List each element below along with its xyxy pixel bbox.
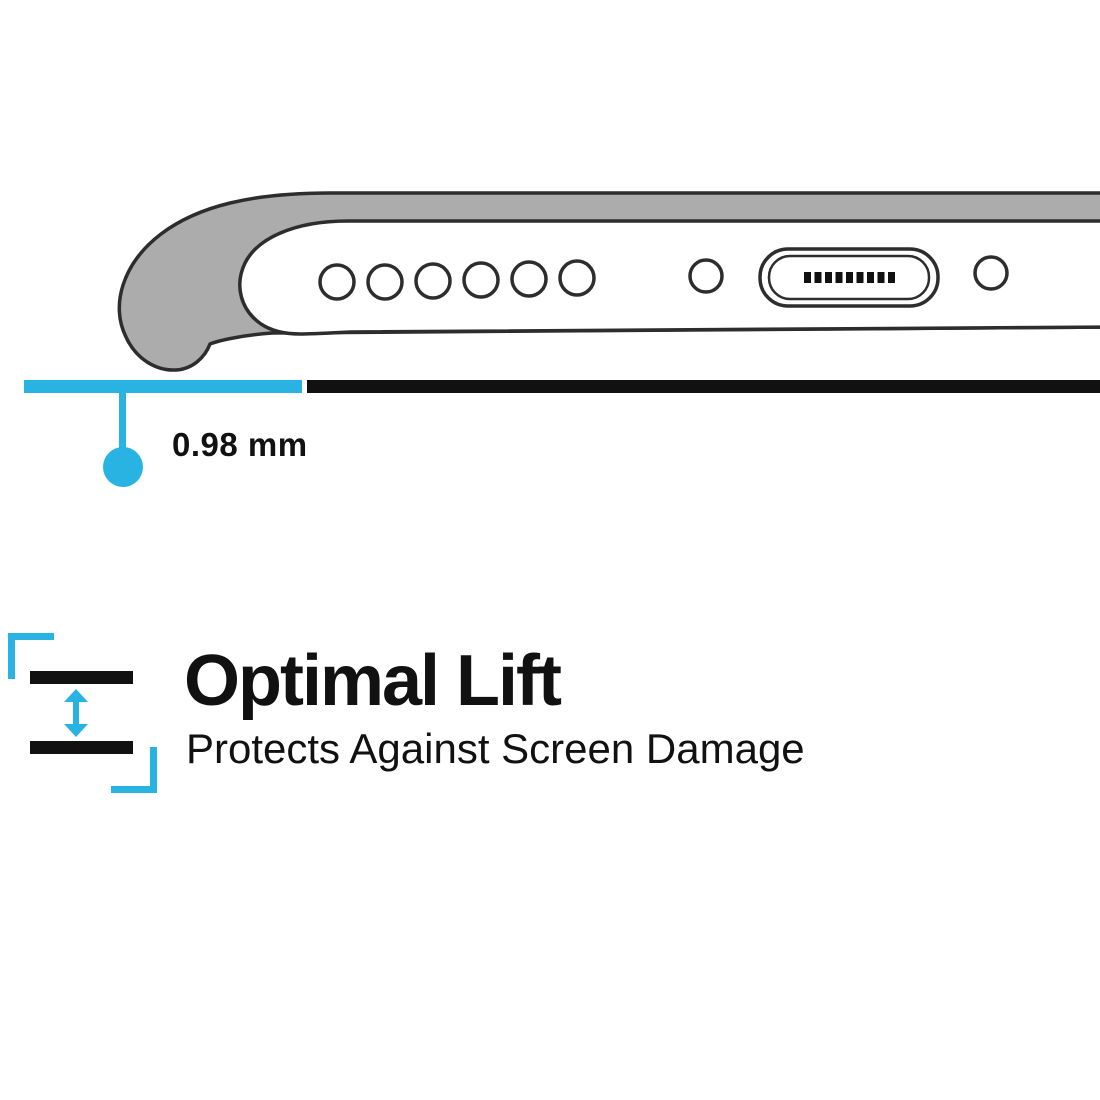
measurement-line xyxy=(119,393,126,450)
speaker-hole xyxy=(414,262,452,300)
charging-port xyxy=(758,247,940,308)
bracket-bottom-right-icon xyxy=(150,747,157,793)
speaker-holes xyxy=(318,259,596,301)
lift-icon-bottom-bar xyxy=(30,741,133,754)
bracket-top-left-icon xyxy=(8,633,15,679)
measurement-label: 0.98 mm xyxy=(172,426,308,463)
phone-bottom-illustration xyxy=(117,191,1100,372)
screw-hole xyxy=(973,255,1009,291)
bracket-top-left-icon xyxy=(8,633,54,640)
speaker-hole xyxy=(318,263,356,301)
lift-spacing-icon xyxy=(0,620,170,805)
measurement-dot xyxy=(103,447,143,487)
speaker-hole xyxy=(366,263,404,301)
surface-line xyxy=(307,380,1100,393)
bracket-bottom-right-icon xyxy=(111,786,157,793)
speaker-hole xyxy=(462,261,500,299)
mic-hole xyxy=(688,258,724,294)
charging-port-pins xyxy=(804,272,895,283)
speaker-hole xyxy=(558,259,596,297)
surface-line-highlight xyxy=(24,380,302,393)
lift-icon-top-bar xyxy=(30,671,133,684)
feature-title: Optimal Lift xyxy=(184,641,562,721)
feature-subtitle: Protects Against Screen Damage xyxy=(186,725,805,772)
speaker-hole xyxy=(510,260,548,298)
double-vertical-arrow-icon xyxy=(64,689,88,737)
